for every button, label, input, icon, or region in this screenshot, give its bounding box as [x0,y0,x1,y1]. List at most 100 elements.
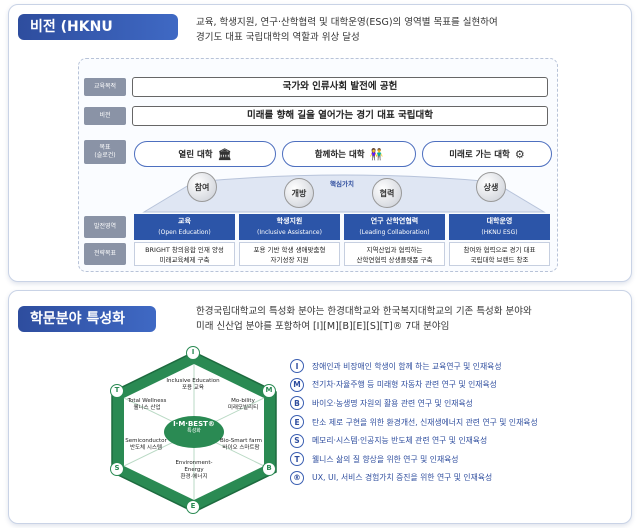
area-name-en: (Inclusive Assistance) [257,229,322,236]
hex-item-en: Semiconductor [125,438,167,444]
core-value-participation: 참여 [187,172,217,202]
vision-intro-line-2: 경기도 대표 국립대학의 역할과 위상 달성 [196,32,360,43]
area-education: 교육 (Open Education) [134,214,235,240]
hex-item-total-wellness: Total Wellness 웰니스 산업 [122,398,172,412]
area-name: 연구 산학연협력 [370,217,419,225]
specialization-title: 학문분야 특성화 [18,306,156,332]
list-item-text: 장애인과 비장애인 학생이 함께 하는 교육연구 및 인재육성 [312,361,502,371]
building-icon: 🏛 [217,147,232,161]
goal-line-1: 참여와 협력으로 경기 대표 [463,246,536,254]
area-name: 대학운영 [486,217,513,225]
hex-item-ko: 미래모빌리티 [227,405,259,411]
hex-item-en: Environment-Energy [175,460,213,473]
hex-badge-m: M [262,384,276,398]
hex-item-semiconductor: Semiconductor 반도체 시스템 [120,438,172,452]
goal-line-1: 지역산업과 협력하는 [366,246,423,254]
capsule-label: 미래로 가는 대학 [449,150,510,160]
hex-badge-b: B [262,462,276,476]
hex-item-ko: 반도체 시스템 [129,445,163,451]
list-item-text: 탄소 제로 구현을 위한 환경개선, 신재생에너지 관련 연구 및 인재육성 [312,417,538,427]
hex-center: I·M·BEST® 특성화 [170,421,218,435]
specialization-intro-line-1: 한경국립대학교의 특성화 분야는 한경대학교와 한국복지대학교의 기존 특성화 … [196,306,532,317]
area-name: 학생지원 [276,217,303,225]
area-name-en: (Leading Collaboration) [359,229,430,236]
hex-item-environment-energy: Environment-Energy 환경·에너지 [166,460,222,481]
letter-badge: I [290,359,304,374]
letter-badge: E [290,415,304,430]
list-item: I 장애인과 비장애인 학생이 함께 하는 교육연구 및 인재육성 [290,357,620,376]
capsule-label: 함께하는 대학 [314,150,365,160]
vision-intro: 교육, 학생지원, 연구·산학협력 및 대학운영(ESG)의 영역별 목표를 실… [196,15,616,45]
list-item: T 웰니스 삶의 질 향상을 위한 연구 및 인재육성 [290,450,620,469]
list-item: E 탄소 제로 구현을 위한 환경개선, 신재생에너지 관련 연구 및 인재육성 [290,413,620,432]
area-research-collab: 연구 산학연협력 (Leading Collaboration) [344,214,445,240]
specialization-intro-line-2: 미래 신산업 분야를 포함하여 [I][M][B][E][S][T]® 7대 분… [196,321,450,332]
target-label-sub: (슬로건) [94,152,116,159]
hex-badge-e: E [186,500,200,514]
hex-badge-s: S [110,462,124,476]
letter-badge: B [290,396,304,411]
specialization-list: I 장애인과 비장애인 학생이 함께 하는 교육연구 및 인재육성 M 전기차·… [290,357,620,487]
vision-title: 비전 (HKNU 2030+) [18,14,178,61]
hex-item-ko: 포용 교육 [182,385,204,391]
target-label: 목표 (슬로건) [84,140,126,164]
goal-education: BRIGHT 창의융합 인재 양성 미래교육체제 구축 [134,242,235,266]
network-icon: ⚙ [514,147,525,161]
goal-line-2: 자기성장 지원 [270,256,309,264]
letter-badge: S [290,433,304,448]
core-value-openness: 개방 [284,178,314,208]
imbest-hexagon-diagram [111,351,277,513]
area-name-en: (HKNU ESG) [481,229,518,236]
list-item: S 메모리·시스템·인공지능 반도체 관련 연구 및 인재육성 [290,431,620,450]
area-name: 교육 [178,217,191,225]
target-label-main: 목표 [99,144,111,151]
goal-line-2: 산학연협력 상생플랫폼 구축 [356,256,433,264]
hex-item-mobility: Mo-bility 미래모빌리티 [218,398,268,412]
hex-item-ko: 웰니스 산업 [133,405,161,411]
hex-item-ko: 환경·에너지 [180,474,208,480]
goal-line-2: 국립대학 브랜드 창조 [470,256,529,264]
people-icon: 👫 [369,147,384,161]
edu-goal-label: 교육목적 [84,78,126,96]
vision-intro-line-1: 교육, 학생지원, 연구·산학협력 및 대학운영(ESG)의 영역별 목표를 실… [196,17,498,28]
area-label: 발전영역 [84,216,126,238]
hex-item-en: Total Wellness [127,398,167,404]
hex-badge-t: T [110,384,124,398]
list-item-text: UX, UI, 서비스 경험가치 증진을 위한 연구 및 인재육성 [312,473,493,483]
capsule-future-university: 미래로 가는 대학 ⚙ [422,141,552,167]
hex-item-en: Mo-bility [231,398,255,404]
goal-line-1: BRIGHT 창의융합 인재 양성 [145,246,224,254]
area-student-support: 학생지원 (Inclusive Assistance) [239,214,340,240]
list-item-text: 바이오·농생명 자원의 활용 관련 연구 및 인재육성 [312,398,473,408]
goal-line-2: 미래교육체제 구축 [159,256,210,264]
letter-badge: T [290,452,304,467]
list-item-text: 메모리·시스템·인공지능 반도체 관련 연구 및 인재육성 [312,436,488,446]
goal-university-operation: 참여와 협력으로 경기 대표 국립대학 브랜드 창조 [449,242,550,266]
hex-item-ko: 바이오 스마트팜 [222,445,260,451]
hex-badge-i: I [186,346,200,360]
letter-badge: ® [290,470,304,485]
goal-line-1: 포용 기반 학생 생애맞춤형 [253,246,326,254]
core-value-cooperation: 협력 [372,178,402,208]
list-item-text: 전기차·자율주행 등 미래형 자동차 관련 연구 및 인재육성 [312,380,497,390]
capsule-label: 열린 대학 [178,150,213,160]
hex-item-en: Bio-Smart farm [220,438,262,444]
hex-center-title: I·M·BEST® [173,420,215,428]
goal-student-support: 포용 기반 학생 생애맞춤형 자기성장 지원 [239,242,340,266]
letter-badge: M [290,377,304,392]
list-item: B 바이오·농생명 자원의 활용 관련 연구 및 인재육성 [290,394,620,413]
hex-item-bio-smart-farm: Bio-Smart farm 바이오 스마트팜 [216,438,266,452]
capsule-together-university: 함께하는 대학 👫 [282,141,416,167]
strategy-label: 전략목표 [84,243,126,265]
list-item: ® UX, UI, 서비스 경험가치 증진을 위한 연구 및 인재육성 [290,469,620,488]
hex-center-sub: 특성화 [187,428,201,434]
area-name-en: (Open Education) [158,229,211,236]
hex-item-en: Inclusive Education [166,378,220,384]
core-value-coexistence: 상생 [476,172,506,202]
vision-box: 미래를 향해 길을 열어가는 경기 대표 국립대학 [132,106,548,126]
specialization-intro: 한경국립대학교의 특성화 분야는 한경대학교와 한국복지대학교의 기존 특성화 … [196,304,616,334]
core-value-label: 핵심가치 [330,180,354,188]
vision-label: 비전 [84,107,126,125]
edu-goal-box: 국가와 인류사회 발전에 공헌 [132,77,548,97]
goal-research-collab: 지역산업과 협력하는 산학연협력 상생플랫폼 구축 [344,242,445,266]
